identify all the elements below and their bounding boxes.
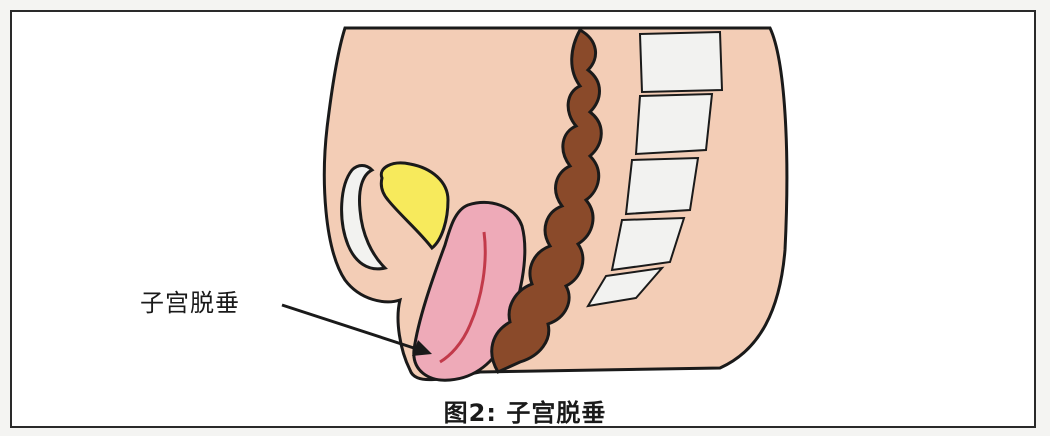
figure-caption: 图2: 子宫脱垂 — [0, 393, 1050, 428]
prolapse-label: 子宫脱垂 — [140, 283, 240, 318]
